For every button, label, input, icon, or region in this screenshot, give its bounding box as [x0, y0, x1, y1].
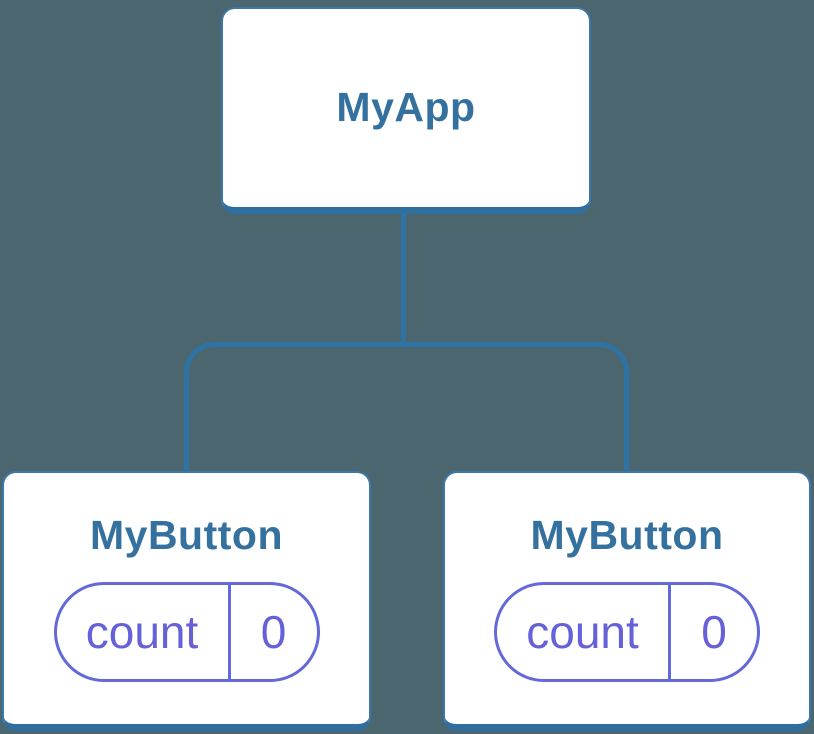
state-value: 0	[701, 606, 727, 659]
state-value: 0	[260, 606, 287, 659]
child-node-card-left: MyButton count 0	[2, 471, 371, 731]
connector-stem	[401, 214, 406, 347]
state-key-label: count	[85, 606, 199, 659]
child-node-label: MyButton	[89, 512, 283, 558]
state-pill: count 0	[494, 582, 760, 683]
state-pill: count 0	[53, 582, 320, 683]
root-node-card: MyApp	[221, 7, 591, 214]
state-pill-divider	[227, 585, 231, 680]
connector-bracket	[184, 342, 629, 471]
child-node-card-right: MyButton count 0	[443, 471, 811, 731]
state-key-label: count	[526, 606, 639, 659]
root-node-label: MyApp	[336, 84, 476, 131]
child-node-label: MyButton	[530, 512, 724, 558]
state-pill-divider	[668, 585, 671, 680]
